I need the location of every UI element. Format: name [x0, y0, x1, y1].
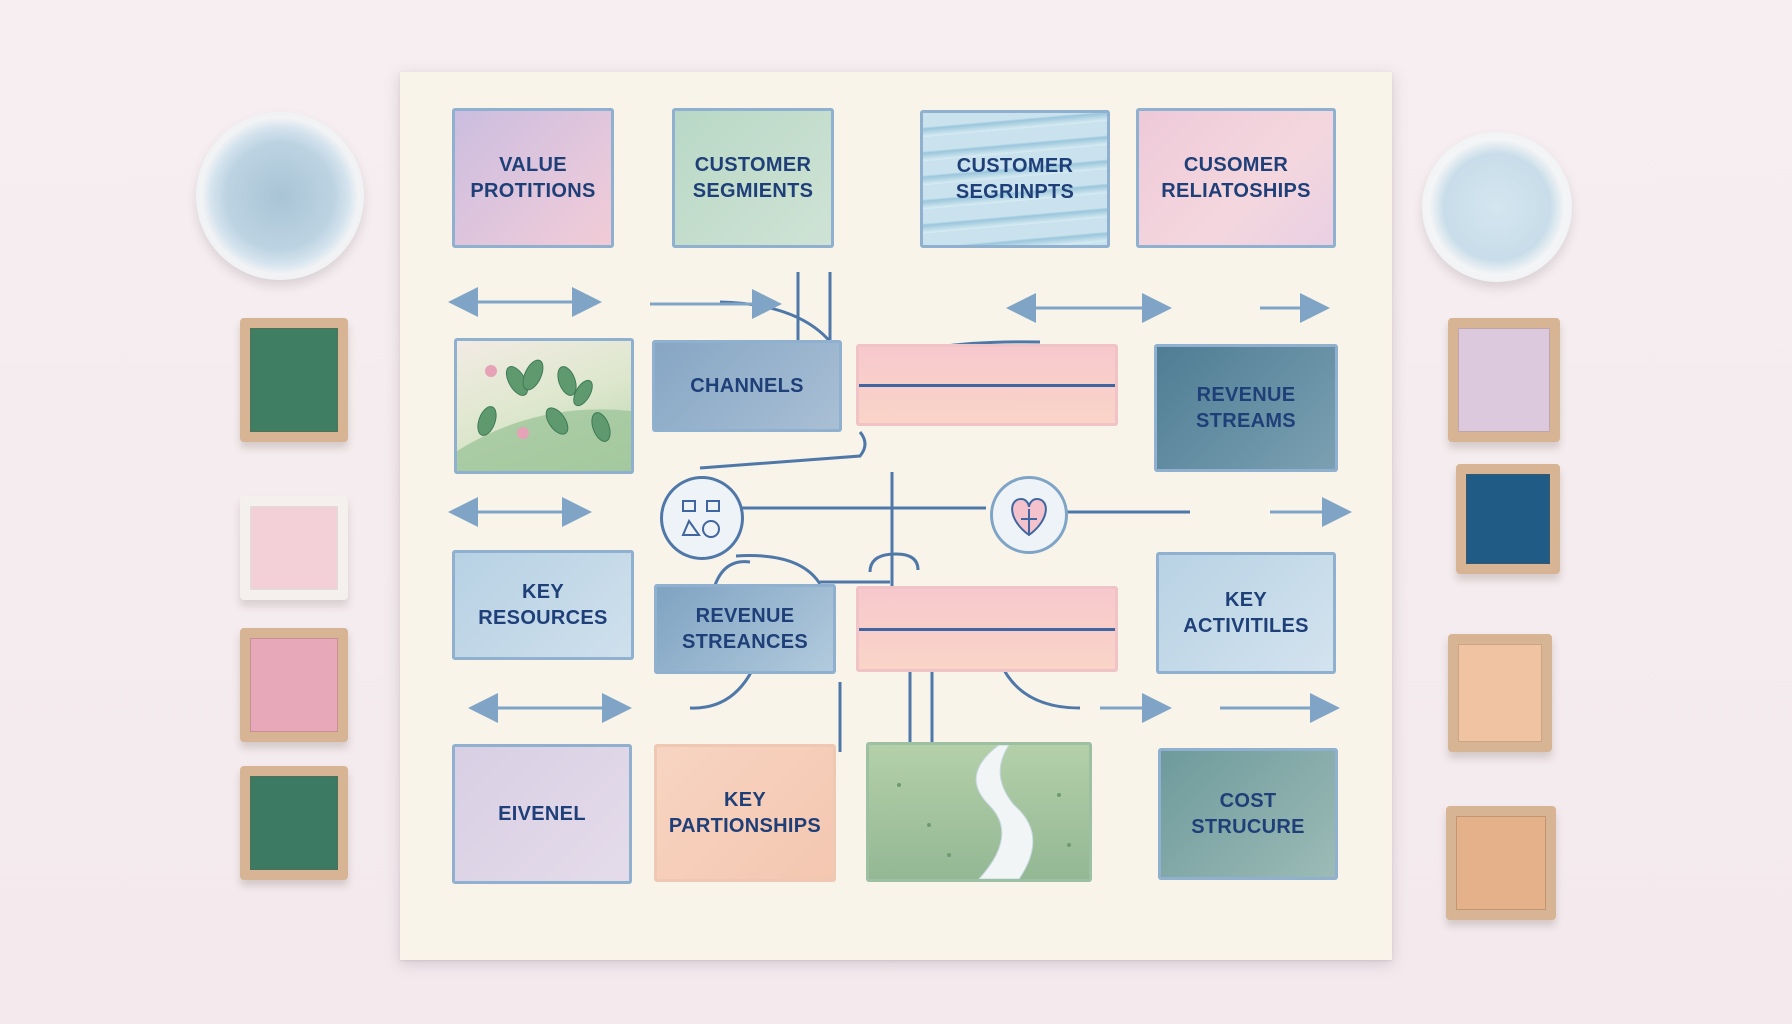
paint-pan-lavender [1448, 318, 1560, 442]
box-cost-structure: COST STRUCURE [1158, 748, 1338, 880]
box-line: STREAMS [1196, 410, 1296, 432]
paint-pan-pink-light [240, 496, 348, 600]
box-key-activities: KEY ACTIVITILES [1156, 552, 1336, 674]
box-line: COST [1219, 790, 1277, 812]
box-value-propositions: VALUE PROTITIONS [452, 108, 614, 248]
box-line: REVENUE [695, 605, 795, 627]
box-key-resources: KEY RESOURCES [452, 550, 634, 660]
box-line: PROTITIONS [470, 180, 596, 202]
paint-pot-right [1422, 132, 1572, 282]
box-line: VALUE [499, 154, 567, 176]
tools-icon [660, 476, 744, 560]
box-customer-segments: CUSTOMER SEGMIENTS [672, 108, 834, 248]
box-customer-relationships: CUSOMER RELIATOSHIPS [1136, 108, 1336, 248]
box-line: RESOURCES [478, 607, 608, 629]
box-line: EIVENEL [498, 803, 586, 825]
box-customer-segrinpts: CUSTOMER SEGRINPTS [920, 110, 1110, 248]
band-pink-top [856, 344, 1118, 426]
box-eivenel: EIVENEL [452, 744, 632, 884]
paint-pan-navy [1456, 464, 1560, 574]
paint-pan-tan [1446, 806, 1556, 920]
paint-pan-pink [240, 628, 348, 742]
paint-pan-peach [1448, 634, 1552, 752]
box-line: SEGRINPTS [955, 181, 1075, 203]
paint-pan-green [240, 318, 348, 442]
box-key-partionships: KEY PARTIONSHIPS [654, 744, 836, 882]
business-model-canvas: VALUE PROTITIONS CUSTOMER SEGMIENTS CUST… [400, 72, 1392, 960]
box-line: PARTIONSHIPS [668, 815, 822, 837]
box-line: CUSOMER [1183, 154, 1289, 176]
box-line: STREANCES [681, 631, 809, 653]
box-line: REVENUE [1196, 384, 1296, 406]
paint-pot-left [196, 112, 364, 280]
path-landscape-icon [866, 742, 1092, 882]
paint-pan-teal [240, 766, 348, 880]
box-revenue-streams: REVENUE STREAMS [1154, 344, 1338, 472]
box-revenue-streances: REVENUE STREANCES [654, 584, 836, 674]
box-channels: CHANNELS [652, 340, 842, 432]
box-line: CUSTOMER [956, 155, 1074, 177]
box-line: KEY [1224, 589, 1268, 611]
box-line: SEGMIENTS [692, 180, 814, 202]
connector-lines [448, 272, 1352, 752]
box-line: CUSTOMER [694, 154, 812, 176]
band-pink-bottom [856, 586, 1118, 672]
box-line: STRUCURE [1191, 816, 1305, 838]
heart-icon [990, 476, 1068, 554]
box-line: CHANNELS [690, 375, 804, 397]
leaf-illustration-icon [454, 338, 634, 474]
box-line: KEY [723, 789, 767, 811]
box-line: KEY [521, 581, 565, 603]
box-line: ACTIVITILES [1183, 615, 1309, 637]
box-line: RELIATOSHIPS [1161, 180, 1311, 202]
